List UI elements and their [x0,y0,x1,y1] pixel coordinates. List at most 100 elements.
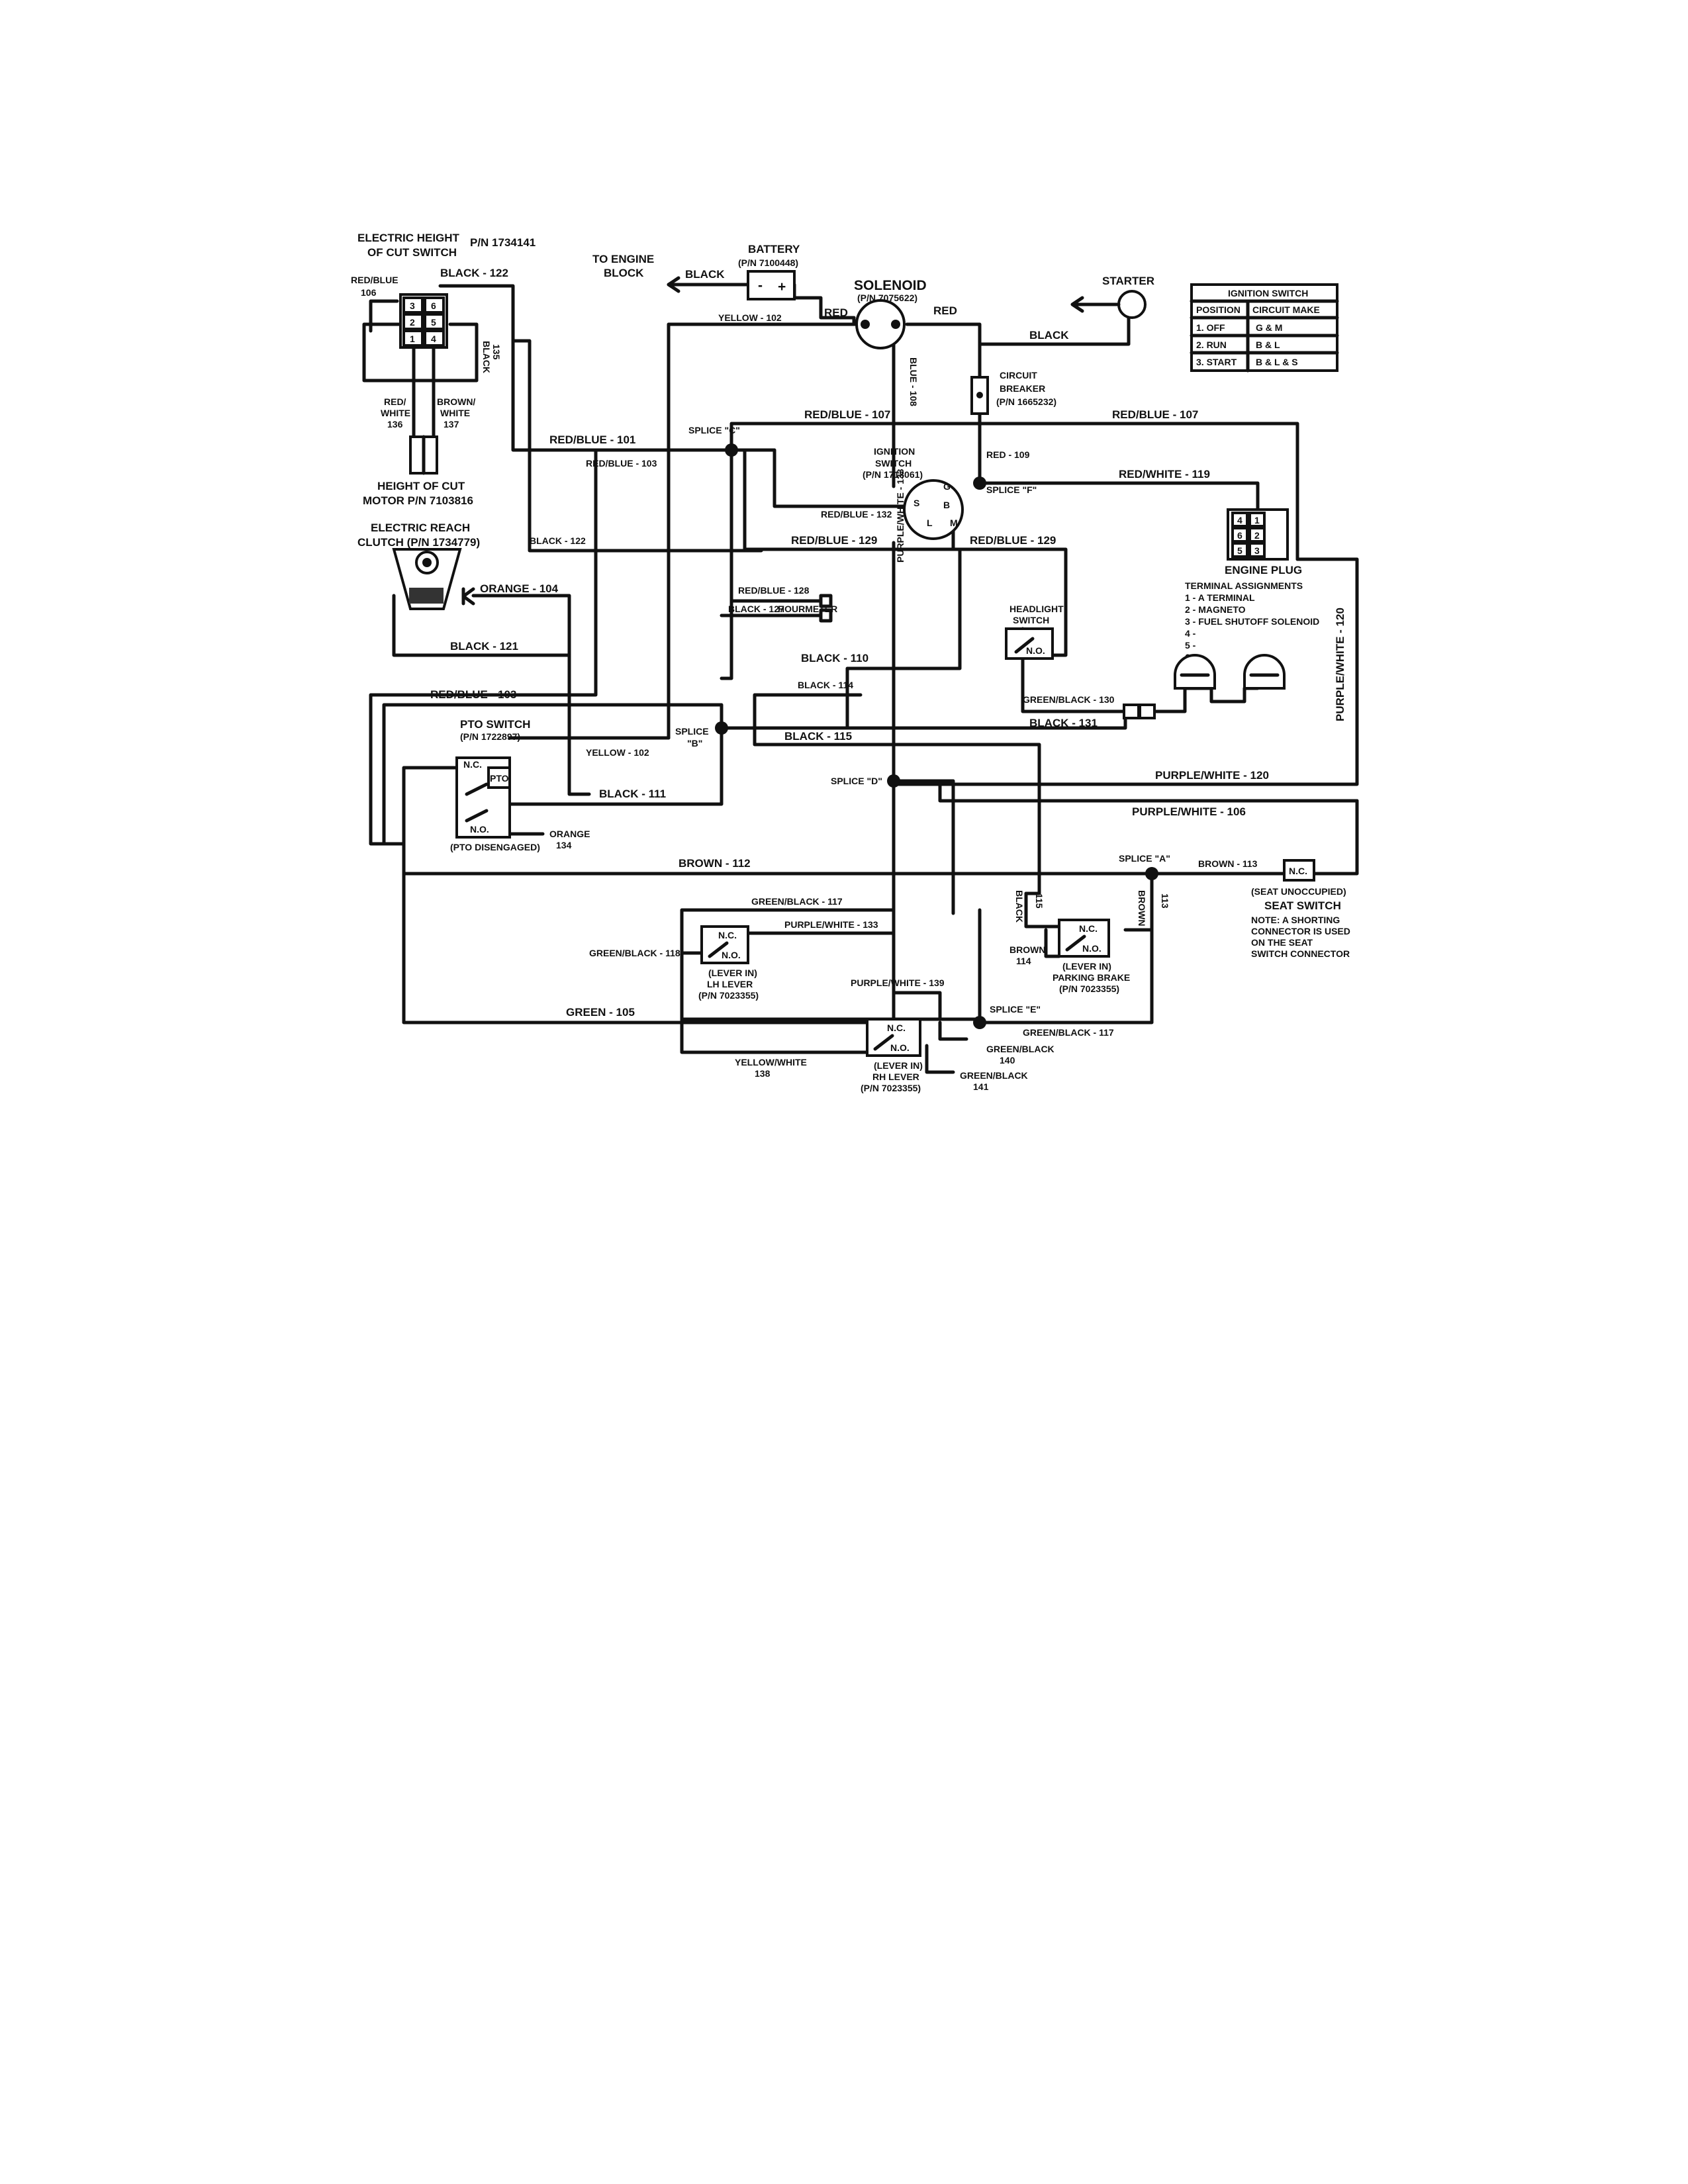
wires [362,283,1359,1074]
pto-switch-pn: (P/N 1722897) [460,731,520,742]
label-w131: BLACK - 131 [1029,717,1098,729]
splice-e-dot [973,1016,986,1029]
engine-plug: 4 1 6 2 5 3 ENGINE PLUG TERMINAL ASSIGNM… [1185,508,1319,662]
headlights [1123,654,1286,719]
label-w129-a: RED/BLUE - 129 [791,534,877,547]
reach-clutch-coil [409,588,444,604]
circuit-breaker-body [970,376,989,415]
label-w121: BLACK - 121 [450,640,518,653]
pto-switch-nc: N.C. [463,759,482,770]
seat-switch-box-label: N.C. [1289,866,1307,876]
engine-plug-pin-5 [1231,542,1248,558]
battery-minus: - [758,278,763,293]
ignition-switch-line-2: SWITCH [875,458,912,469]
engine-plug-pin-1 [1248,512,1266,527]
height-of-cut-motor: HEIGHT OF CUT MOTOR P/N 7103816 [363,435,473,507]
pto-switch-box-label: PTO [490,773,509,784]
label-w113-v-b: 113 [1160,893,1170,909]
label-w115: BLACK - 115 [784,730,852,743]
ignition-terminal-g: G [943,481,951,492]
label-w111: BLACK - 111 [599,788,666,800]
hourmeter-terminal-top [819,594,833,608]
rh-lever-line-2: RH LEVER [872,1071,919,1082]
circuit-breaker: CIRCUIT BREAKER (P/N 1665232) [970,370,1056,415]
seat-switch: N.C. (SEAT UNOCCUPIED) SEAT SWITCH NOTE:… [1251,859,1350,959]
battery-body [747,270,796,300]
height-switch-pin-3 [402,296,424,314]
wire-greenblack-130 [1150,686,1213,713]
solenoid-terminal-right [891,320,900,329]
wire-headlight-link [1209,686,1260,704]
seat-switch-note-1: (SEAT UNOCCUPIED) [1251,886,1346,897]
seat-switch-note-line-2: CONNECTOR IS USED [1251,926,1350,936]
seat-switch-note-line-4: SWITCH CONNECTOR [1251,948,1350,959]
engine-plug-pin-label-1: 1 [1254,515,1260,525]
label-w135-black: BLACK [481,341,492,373]
splice-c-label: SPLICE "C" [688,425,740,435]
label-w107-b: RED/BLUE - 107 [1112,408,1198,421]
label-red-1: RED [824,306,848,319]
height-switch-title-1: ELECTRIC HEIGHT [357,232,460,244]
wire-green-105 [402,872,889,1024]
height-motor-line-1: HEIGHT OF CUT [377,480,465,492]
label-w136-c: 136 [387,419,403,430]
label-w136-b: WHITE [381,408,410,418]
electric-reach-clutch: ELECTRIC REACH CLUTCH (P/N 1734779) [357,522,480,610]
ignition-table-row-2-circuit: B & L [1256,340,1280,350]
headlight-connector-2 [1139,704,1156,719]
lh-lever-no: N.O. [722,950,741,960]
starter-ground-arrow [1070,296,1121,313]
circuit-breaker-pn: (P/N 1665232) [996,396,1056,407]
ignition-switch-body [903,479,964,540]
parking-brake-pn: (P/N 7023355) [1059,983,1119,994]
ignition-table-header-circuit: CIRCUIT MAKE [1252,304,1320,315]
engine-plug-pin-4 [1231,512,1248,527]
label-w113: BROWN - 113 [1198,858,1258,869]
label-w101: RED/BLUE - 101 [549,433,635,446]
label-w113-v-a: BROWN [1137,890,1147,926]
headlight-switch-line-1: HEADLIGHT [1009,604,1064,614]
rh-lever-no: N.O. [890,1042,910,1053]
rh-lever-line-1: (LEVER IN) [874,1060,923,1071]
height-switch-pin-2 [402,313,424,330]
starter: STARTER [1070,275,1154,319]
splice-f-dot [973,477,986,490]
parking-brake-line-1: (LEVER IN) [1062,961,1111,972]
seat-switch-title: SEAT SWITCH [1264,899,1341,912]
wire-black-122-top [438,284,763,553]
engine-block-ground: TO ENGINE BLOCK [592,253,680,293]
splice-b-label-1: SPLICE [675,726,709,737]
ignition-switch-pn: (P/N 1718061) [863,469,923,480]
pto-switch-label-box [487,766,511,789]
label-w136-a: RED/ [384,396,406,407]
battery-title: BATTERY [748,243,800,255]
height-of-cut-switch: 3 6 2 5 1 4 ELECTRIC HEIGHT P/N 1734141 … [357,232,536,349]
solenoid-body [855,299,906,349]
starter-body [1117,290,1147,319]
height-switch-pin-5 [424,313,445,330]
label-w122-mid: BLACK - 122 [530,535,586,546]
ignition-terminal-s: S [914,498,919,508]
headlight-switch: N.O. HEADLIGHT SWITCH [1005,604,1064,660]
headlight-switch-contact [1014,637,1035,654]
label-w118: GREEN/BLACK - 118 [589,948,680,958]
label-w135-num: 135 [491,344,502,360]
label-w109: RED - 109 [986,449,1030,460]
hourmeter-label: HOURMETER [778,604,837,614]
splice-d-label: SPLICE "D" [831,776,882,786]
ignition-switch-line-1: IGNITION [874,446,915,457]
label-w106-num: 106 [361,287,377,298]
label-w130: GREEN/BLACK - 130 [1023,694,1115,705]
label-w105: GREEN - 105 [566,1006,635,1019]
height-switch-pin-1 [402,330,424,347]
rh-lever-switch: N.C. N.O. (LEVER IN) RH LEVER (P/N 70233… [861,1018,923,1093]
engine-block-line-1: TO ENGINE [592,253,654,265]
label-w134-b: 134 [556,840,572,850]
lh-lever-line-2: LH LEVER [707,979,753,989]
label-w129-b: RED/BLUE - 129 [970,534,1056,547]
starter-title: STARTER [1102,275,1154,287]
label-w138-a: YELLOW/WHITE [735,1057,807,1068]
splice-a-dot [1145,867,1158,880]
engine-plug-assign-4: 4 - [1185,628,1196,639]
wire-redblue-128 [729,448,823,603]
